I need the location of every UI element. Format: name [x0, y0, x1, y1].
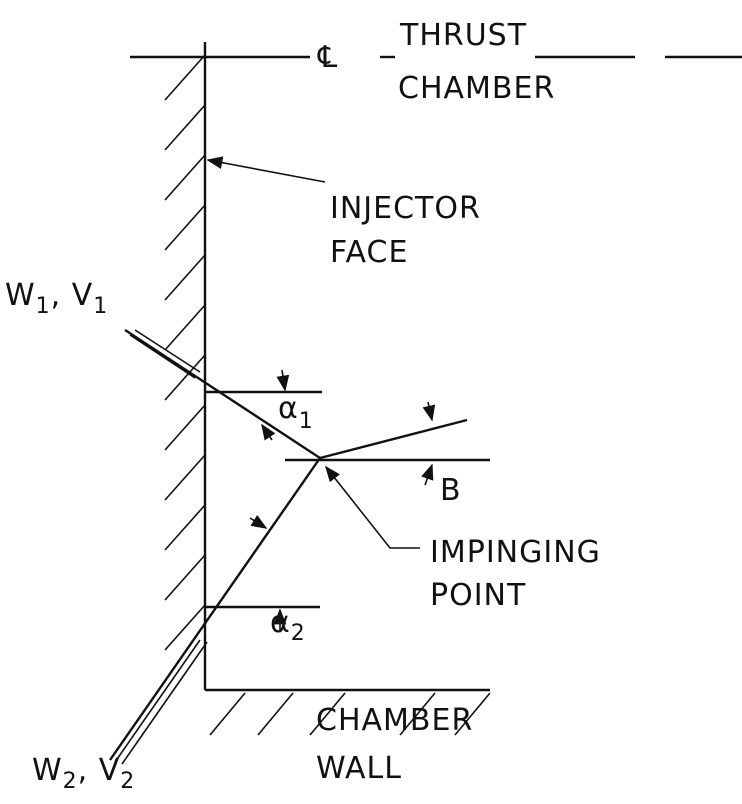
- wall-label: WALL: [316, 751, 402, 786]
- impinging-point-arrow: [325, 465, 420, 549]
- wall-hatching: [164, 54, 491, 736]
- chamber-bottom-label: CHAMBER: [316, 703, 473, 738]
- resultant-stream: [319, 418, 468, 460]
- w2-v2-label: W2, V2: [32, 753, 135, 794]
- injector-label: INJECTOR: [330, 191, 481, 226]
- alpha2-arrow-top: [249, 514, 268, 529]
- alpha2-label: α2: [270, 605, 306, 646]
- injector-face: [203, 42, 490, 692]
- stream-1: [124, 328, 321, 460]
- alpha1-label: α1: [278, 391, 314, 434]
- thrust-label: THRUST: [399, 18, 527, 53]
- centerline-symbol: ℄: [317, 40, 338, 75]
- alpha1-arrow-bottom: [261, 423, 276, 441]
- w1-v1-label: W1, V1: [5, 278, 108, 319]
- beta-label: B: [440, 473, 462, 508]
- stream-2: [109, 457, 321, 765]
- alpha1-arrow-top: [276, 369, 290, 392]
- face-label: FACE: [330, 235, 408, 270]
- beta-arrow-top: [422, 401, 436, 422]
- chamber-top-label: CHAMBER: [398, 71, 555, 106]
- injector-face-arrow: [206, 156, 326, 183]
- beta-arrow-bottom: [421, 463, 434, 486]
- point-label: POINT: [430, 578, 526, 613]
- impinging-label: IMPINGING: [430, 535, 601, 570]
